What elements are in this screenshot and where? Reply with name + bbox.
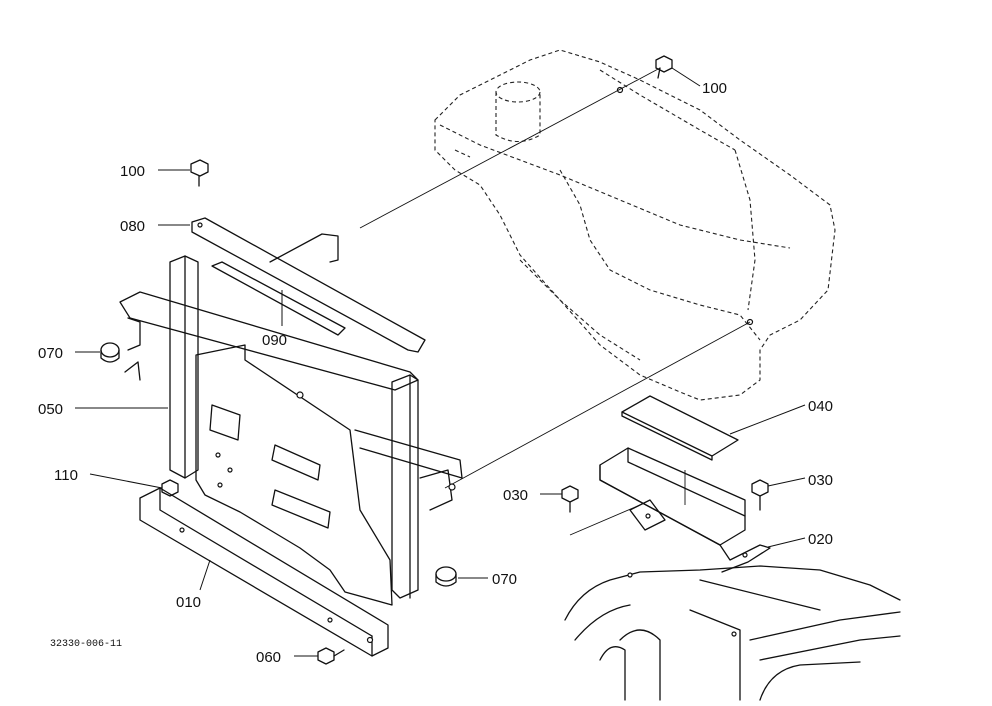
rubber-mount-070-left (100, 342, 120, 363)
label-080: 080 (120, 218, 145, 235)
document-number: 32330-006-11 (50, 639, 122, 650)
label-030-right: 030 (808, 472, 833, 489)
label-050: 050 (38, 401, 63, 418)
tank-mount-line-upper (359, 67, 661, 229)
label-030-left: 030 (503, 487, 528, 504)
pad-040 (621, 395, 739, 461)
tractor-chassis (564, 565, 901, 701)
bolt-030-left (561, 485, 579, 513)
label-060: 060 (256, 649, 281, 666)
label-070-right: 070 (492, 571, 517, 588)
cushion-090 (211, 261, 346, 336)
bolt-100-left (190, 159, 209, 187)
tank-mount-line-lower (444, 321, 751, 489)
bolt-060 (317, 647, 345, 665)
nut-110 (161, 479, 179, 497)
label-090: 090 (262, 332, 287, 349)
label-040: 040 (808, 398, 833, 415)
label-020: 020 (808, 531, 833, 548)
battery-frame-050 (119, 255, 463, 606)
fuel-tank (434, 49, 836, 401)
bolt-100-top (655, 55, 673, 79)
rubber-mount-070-right (435, 566, 457, 587)
bolt-030-right (751, 479, 769, 511)
label-070-left: 070 (38, 345, 63, 362)
strap-080 (191, 217, 426, 353)
label-100-top: 100 (702, 80, 727, 97)
label-100-left: 100 (120, 163, 145, 180)
label-010: 010 (176, 594, 201, 611)
bracket-020 (599, 447, 771, 573)
base-plate-010 (139, 487, 389, 657)
label-110: 110 (54, 467, 78, 484)
